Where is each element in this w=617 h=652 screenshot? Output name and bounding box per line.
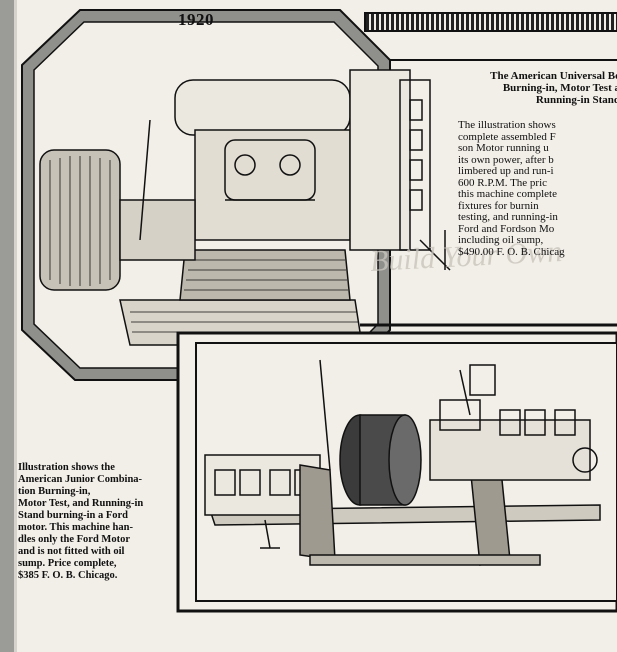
decorative-stripe-band	[364, 12, 617, 32]
lower-engine-drawing	[204, 359, 601, 566]
lower-caption: Illustration shows the American Junior C…	[18, 462, 144, 581]
product-description: The illustration shows complete assemble…	[458, 120, 565, 258]
page-year: 1920	[178, 10, 214, 29]
upper-engine-drawing	[39, 69, 451, 346]
product-title: The American Universal Be Burning-in, Mo…	[490, 70, 617, 106]
gutter-edge	[14, 0, 17, 652]
book-binding-gutter	[0, 0, 14, 652]
